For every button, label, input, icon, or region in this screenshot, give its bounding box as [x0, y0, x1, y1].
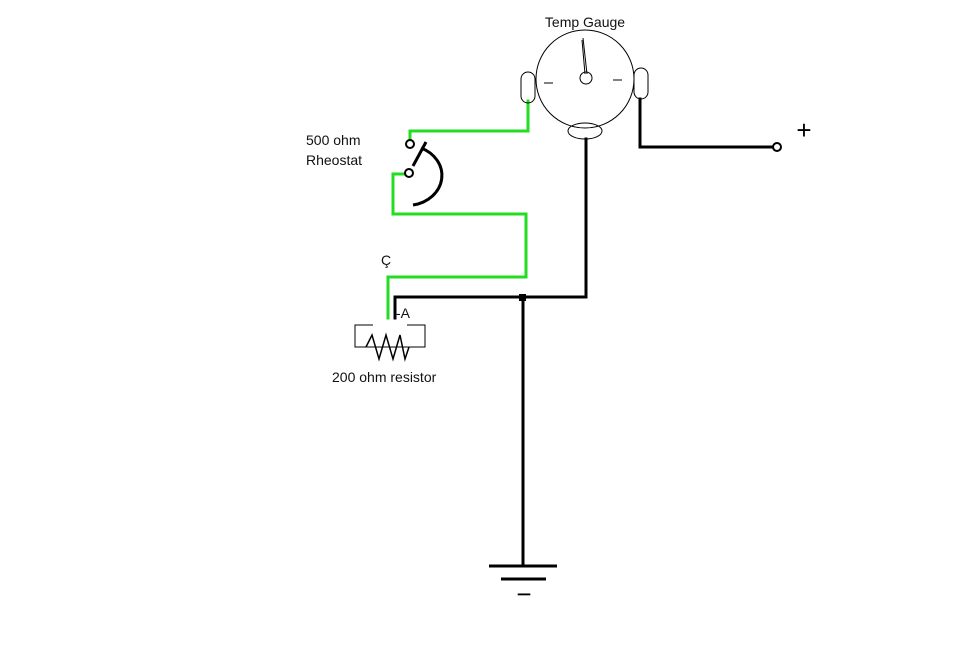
green-wire-gauge-to-rheostat — [408, 99, 530, 143]
rheostat-terminal-bottom — [404, 168, 414, 178]
resistor-label: 200 ohm resistor — [332, 369, 437, 385]
minus-symbol: − — [516, 579, 531, 609]
gauge-right-terminal — [633, 67, 649, 100]
resistor-zigzag — [365, 332, 410, 362]
gauge-face — [535, 29, 635, 129]
gauge-bottom-terminal — [567, 122, 603, 140]
wire-gauge-to-plus — [638, 97, 775, 149]
gauge-needle — [582, 37, 588, 75]
point-a-label: -A — [396, 305, 411, 321]
resistor-frame — [354, 324, 426, 348]
wire-gauge-to-junction — [393, 137, 588, 320]
temp-gauge — [520, 29, 649, 140]
gauge-label: Temp Gauge — [545, 14, 625, 30]
rheostat-terminal-top — [405, 139, 415, 149]
green-wire-group — [386, 99, 530, 320]
green-wire-rheostat-to-resistor — [386, 172, 528, 320]
rheostat-wiper — [411, 141, 428, 167]
resistor — [354, 324, 426, 362]
rheostat-arc — [412, 146, 444, 207]
rheostat — [404, 139, 444, 207]
gauge-needle-shadow — [581, 39, 586, 75]
ground-symbol — [489, 564, 557, 581]
junction-dot — [519, 294, 526, 301]
gauge-pivot — [579, 71, 593, 85]
point-c-label: Ç — [381, 252, 391, 268]
plus-symbol: + — [796, 115, 811, 145]
plus-terminal — [772, 142, 782, 152]
rheostat-label-line2: Rheostat — [306, 152, 362, 168]
rheostat-label-line1: 500 ohm — [306, 132, 360, 148]
gauge-left-terminal — [520, 71, 536, 104]
